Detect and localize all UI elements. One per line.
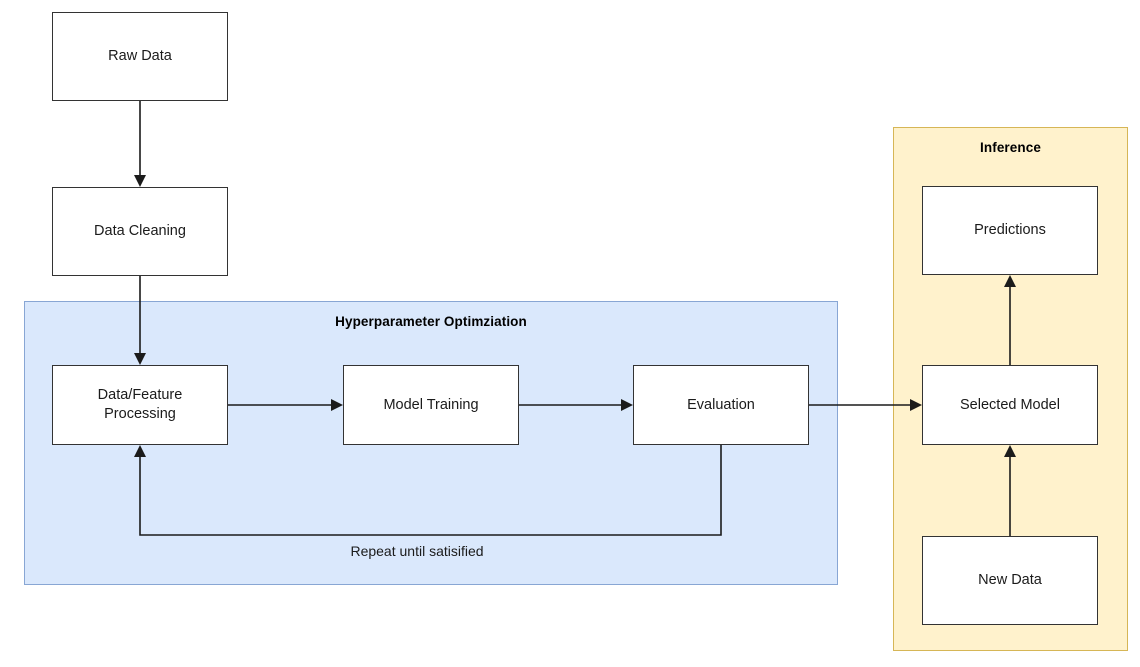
node-raw-data-label: Raw Data xyxy=(108,48,172,65)
node-data-feature-processing-label: Data/Feature Processing xyxy=(97,387,183,422)
node-evaluation-label: Evaluation xyxy=(687,396,755,413)
node-new-data-label: New Data xyxy=(978,572,1042,589)
node-data-cleaning[interactable]: Data Cleaning xyxy=(52,187,228,276)
node-selected-model-label: Selected Model xyxy=(960,396,1060,413)
node-data-cleaning-label: Data Cleaning xyxy=(94,223,186,240)
node-raw-data[interactable]: Raw Data xyxy=(52,12,228,101)
node-data-feature-processing[interactable]: Data/Feature Processing xyxy=(52,365,228,445)
node-new-data[interactable]: New Data xyxy=(922,536,1098,625)
edge-label-repeat-until-satisfied: Repeat until satisified xyxy=(350,543,484,559)
edge-evaluation-repeat-to-processing xyxy=(139,445,722,536)
node-evaluation[interactable]: Evaluation xyxy=(633,365,809,445)
node-model-training-label: Model Training xyxy=(383,396,479,413)
node-predictions[interactable]: Predictions xyxy=(922,186,1098,275)
node-model-training[interactable]: Model Training xyxy=(343,365,519,445)
group-title-hyperparameter-optimization: Hyperparameter Optimziation xyxy=(335,314,527,329)
node-predictions-label: Predictions xyxy=(974,222,1046,239)
group-title-inference: Inference xyxy=(980,140,1041,155)
node-selected-model[interactable]: Selected Model xyxy=(922,365,1098,445)
